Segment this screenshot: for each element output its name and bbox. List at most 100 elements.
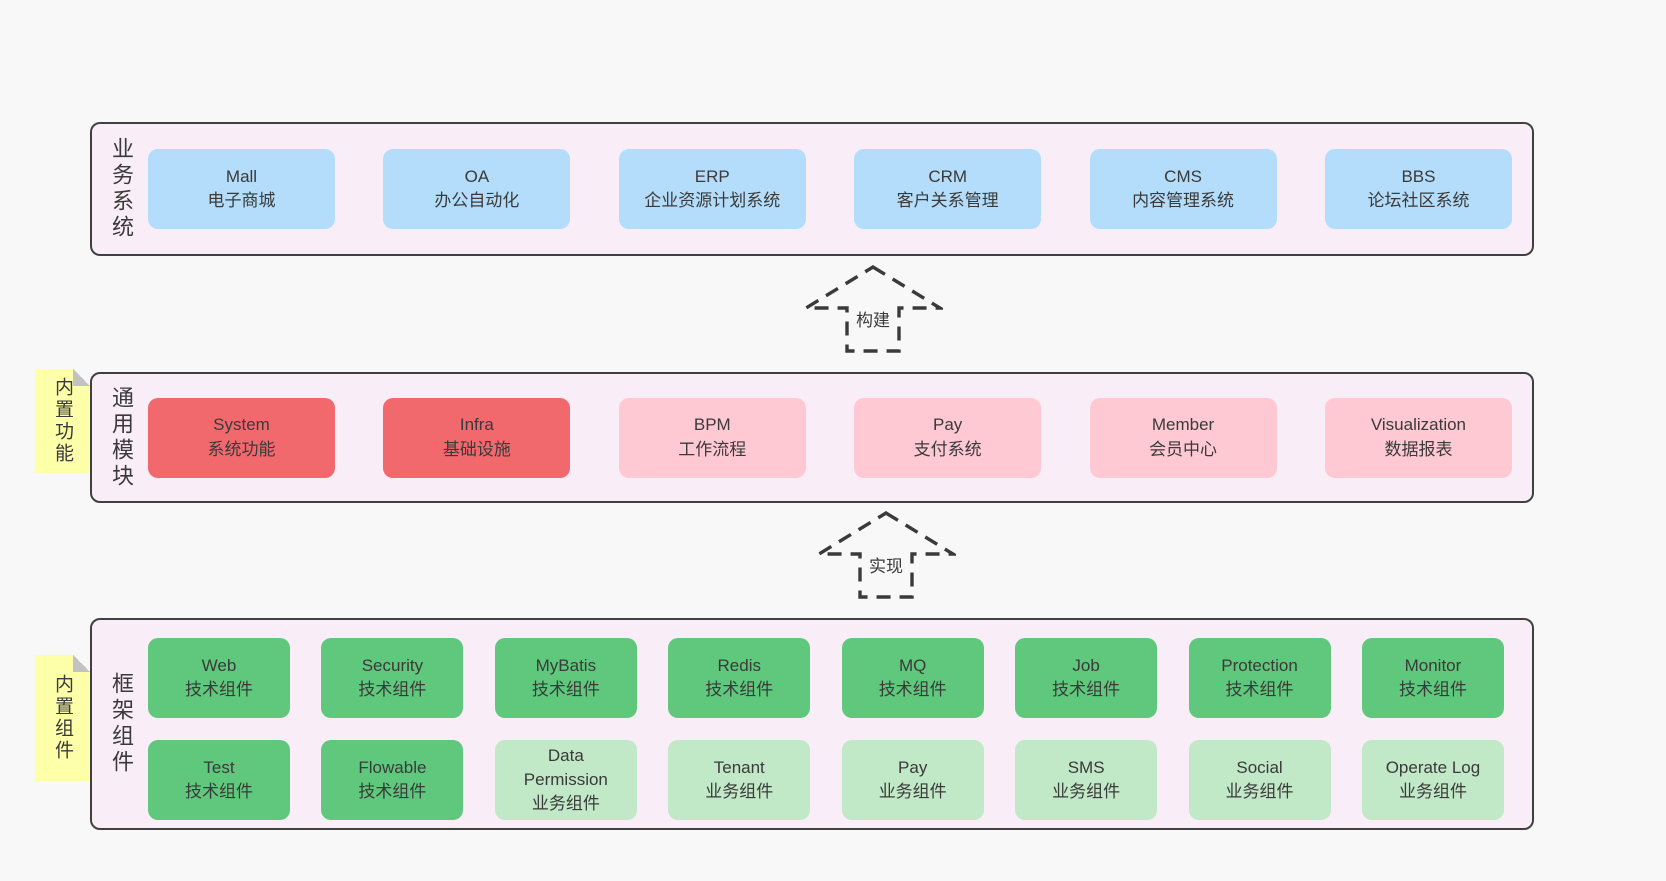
band-business-systems: 业务系统 Mall 电子商城 OA 办公自动化 ERP 企业资源计划系统 CRM…: [90, 122, 1534, 256]
folded-corner-icon: [73, 655, 90, 672]
box-pay-biz-name: Pay: [898, 757, 928, 777]
box-operate-log-desc: 业务组件: [1398, 782, 1467, 801]
box-security: Security 技术组件: [321, 638, 464, 718]
box-pay-name: Pay: [933, 415, 963, 435]
box-mq-desc: 技术组件: [878, 680, 947, 699]
band-common-modules-boxes: System 系统功能 Infra 基础设施 BPM 工作流程 Pay 支付系统…: [148, 374, 1512, 501]
box-pay-biz-desc: 业务组件: [878, 782, 947, 801]
box-cms: CMS 内容管理系统: [1089, 149, 1277, 229]
box-crm-desc: 客户关系管理: [896, 191, 999, 210]
framework-row-2: Test 技术组件 Flowable 技术组件 Data Permission …: [148, 740, 1504, 820]
sticky-note-built-in-components: 内置组件: [35, 655, 90, 781]
up-block-arrow-icon: [803, 265, 943, 353]
box-mybatis-name: MyBatis: [535, 655, 597, 675]
box-visualization: Visualization 数据报表: [1324, 397, 1512, 478]
box-bpm-name: BPM: [693, 415, 731, 435]
sticky-note-built-in-features: 内置功能: [35, 369, 90, 473]
box-crm-name: CRM: [928, 166, 968, 186]
box-web-desc: 技术组件: [185, 680, 253, 699]
box-system: System 系统功能: [148, 397, 335, 478]
box-flowable-desc: 技术组件: [358, 782, 427, 801]
box-tenant-desc: 业务组件: [705, 782, 774, 801]
box-redis-desc: 技术组件: [705, 680, 774, 699]
box-job-name: Job: [1072, 655, 1100, 675]
box-sms: SMS 业务组件: [1015, 740, 1158, 820]
arrow-implement-label: 实现: [866, 552, 906, 577]
box-test-desc: 技术组件: [185, 782, 253, 801]
box-cms-name: CMS: [1164, 166, 1202, 186]
box-cms-desc: 内容管理系统: [1132, 191, 1235, 210]
box-sms-desc: 业务组件: [1052, 782, 1121, 801]
box-visualization-desc: 数据报表: [1384, 439, 1453, 459]
box-data-permission-name: Data Permission: [523, 745, 608, 789]
band-framework-components-label: 框架组件: [109, 672, 134, 776]
box-mq-name: MQ: [898, 655, 927, 675]
sticky-note-built-in-features-label: 内置功能: [52, 377, 73, 465]
box-flowable-name: Flowable: [358, 757, 427, 777]
box-member-name: Member: [1151, 415, 1215, 435]
band-common-modules: 通用模块 System 系统功能 Infra 基础设施 BPM 工作流程 Pay…: [90, 372, 1534, 503]
band-business-systems-label: 业务系统: [109, 137, 134, 241]
box-sms-name: SMS: [1067, 757, 1105, 777]
box-pay-desc: 支付系统: [913, 439, 982, 459]
band-framework-components-rows: Web 技术组件 Security 技术组件 MyBatis 技术组件 Redi…: [148, 638, 1504, 820]
box-mq: MQ 技术组件: [841, 638, 984, 718]
arrow-implement: 实现: [816, 510, 956, 600]
box-monitor: Monitor 技术组件: [1361, 638, 1504, 718]
box-oa-desc: 办公自动化: [434, 191, 520, 210]
box-job-desc: 技术组件: [1052, 680, 1121, 699]
box-infra: Infra 基础设施: [383, 397, 571, 478]
box-flowable: Flowable 技术组件: [321, 740, 464, 820]
box-social-name: Social: [1236, 757, 1283, 777]
box-protection: Protection 技术组件: [1188, 638, 1331, 718]
box-monitor-name: Monitor: [1404, 655, 1462, 675]
box-test-name: Test: [203, 757, 235, 777]
box-social-desc: 业务组件: [1225, 782, 1294, 801]
folded-corner-icon: [73, 369, 90, 386]
box-data-permission: Data Permission 业务组件: [494, 740, 637, 820]
box-system-name: System: [213, 415, 270, 435]
box-bpm: BPM 工作流程: [618, 397, 806, 478]
box-redis-name: Redis: [717, 655, 761, 675]
box-social: Social 业务组件: [1188, 740, 1331, 820]
box-redis: Redis 技术组件: [668, 638, 811, 718]
box-oa: OA 办公自动化: [383, 149, 571, 229]
box-tenant-name: Tenant: [713, 757, 765, 777]
box-tenant: Tenant 业务组件: [668, 740, 811, 820]
box-monitor-desc: 技术组件: [1398, 680, 1467, 699]
box-data-permission-desc: 业务组件: [531, 794, 600, 814]
box-protection-desc: 技术组件: [1225, 680, 1294, 699]
box-mall: Mall 电子商城: [148, 149, 335, 229]
box-member: Member 会员中心: [1089, 397, 1277, 478]
band-common-modules-label: 通用模块: [109, 385, 134, 490]
box-erp-name: ERP: [694, 166, 730, 186]
arrow-build-label: 构建: [853, 306, 893, 331]
box-infra-desc: 基础设施: [442, 439, 511, 459]
box-pay-biz: Pay 业务组件: [841, 740, 984, 820]
box-crm: CRM 客户关系管理: [854, 149, 1042, 229]
box-mybatis: MyBatis 技术组件: [494, 638, 637, 718]
framework-row-1: Web 技术组件 Security 技术组件 MyBatis 技术组件 Redi…: [148, 638, 1504, 718]
box-infra-name: Infra: [459, 415, 494, 435]
box-web: Web 技术组件: [148, 638, 290, 718]
box-bbs-desc: 论坛社区系统: [1367, 191, 1470, 210]
box-oa-name: OA: [464, 166, 490, 186]
box-bbs-name: BBS: [1401, 166, 1436, 186]
sticky-note-built-in-components-label: 内置组件: [52, 674, 73, 762]
band-business-systems-boxes: Mall 电子商城 OA 办公自动化 ERP 企业资源计划系统 CRM 客户关系…: [148, 124, 1512, 254]
box-visualization-name: Visualization: [1370, 415, 1467, 435]
box-erp-desc: 企业资源计划系统: [644, 191, 781, 210]
box-protection-name: Protection: [1221, 655, 1298, 675]
box-member-desc: 会员中心: [1149, 439, 1218, 459]
box-mybatis-desc: 技术组件: [531, 680, 600, 699]
box-system-desc: 系统功能: [207, 439, 276, 459]
box-mall-desc: 电子商城: [207, 191, 276, 210]
box-bbs: BBS 论坛社区系统: [1324, 149, 1512, 229]
box-bpm-desc: 工作流程: [678, 439, 747, 459]
box-erp: ERP 企业资源计划系统: [618, 149, 806, 229]
box-security-name: Security: [361, 655, 424, 675]
up-block-arrow-icon: [816, 511, 956, 599]
box-operate-log-name: Operate Log: [1385, 757, 1481, 777]
box-web-name: Web: [201, 655, 237, 675]
